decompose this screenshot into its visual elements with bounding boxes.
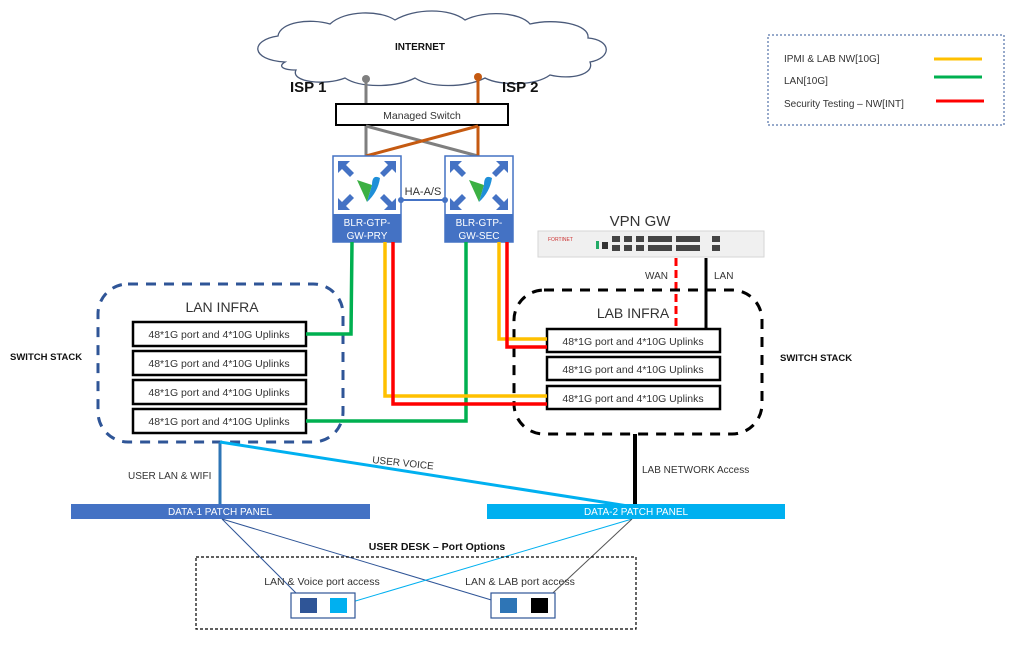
arrows-icon: [450, 161, 508, 210]
sec-ipmi-uplink: [497, 242, 547, 341]
lab-infra-container: [512, 288, 764, 436]
lan-lab-group-label: LAN & LAB port access: [465, 576, 575, 588]
desk-link-lan1: [221, 518, 309, 606]
lan-switch: [131, 349, 308, 377]
isp2-label: ISP 2: [502, 79, 538, 96]
vpn-title: VPN GW: [610, 213, 672, 230]
lan-switches: 48*1G port and 4*10G Uplinks 48*1G port …: [131, 320, 308, 435]
vpn-brand: FORTINET: [548, 237, 573, 243]
isp1-label: ISP 1: [290, 79, 326, 96]
legend-label-security: Security Testing – NW[INT]: [784, 99, 904, 110]
vpn-lan-label: LAN: [714, 271, 733, 282]
lan-switch-label: 48*1G port and 4*10G Uplinks: [148, 416, 289, 428]
switch-to-pry-orange: [365, 124, 479, 158]
user-lan-label: USER LAN & WIFI: [128, 471, 211, 482]
voice-port: [330, 598, 347, 613]
data2-patch-panel-label: DATA-2 PATCH PANEL: [584, 507, 689, 518]
user-voice-link: [219, 440, 629, 508]
managed-switch-label: Managed Switch: [383, 110, 461, 122]
lan-port: [300, 598, 317, 613]
gateway-primary-name-1: BLR-GTP-: [344, 218, 391, 229]
gateway-logo-icon: [357, 180, 372, 202]
arrows-icon: [338, 161, 396, 210]
user-desk-title: USER DESK – Port Options: [369, 541, 506, 553]
lan-infra-title: LAN INFRA: [185, 299, 259, 315]
sec-lan-uplink: [306, 242, 468, 423]
lan-switch: [131, 407, 308, 435]
lan-switch-label: 48*1G port and 4*10G Uplinks: [148, 329, 289, 341]
vpn-wan-label: WAN: [645, 271, 668, 282]
isp1-node: [362, 75, 370, 83]
desk-link-lab: [539, 518, 633, 606]
desk-link-lan2: [221, 518, 509, 606]
pry-ipmi-uplink: [383, 242, 547, 398]
user-desk-container: [195, 556, 637, 630]
lab-switch-label: 48*1G port and 4*10G Uplinks: [562, 393, 703, 405]
gateway-secondary-name-2: GW-SEC: [459, 231, 500, 242]
desk-link-voice: [341, 518, 633, 606]
legend-label-ipmi: IPMI & LAB NW[10G]: [784, 54, 880, 65]
lan-switch-label: 48*1G port and 4*10G Uplinks: [148, 358, 289, 370]
gateway-secondary-name-1: BLR-GTP-: [456, 218, 503, 229]
vpn-gateway-device: FORTINET: [537, 230, 765, 258]
isp2-node: [474, 73, 482, 81]
lan-switch-label: 48*1G port and 4*10G Uplinks: [148, 387, 289, 399]
data2-patch-panel: [487, 504, 785, 519]
data1-patch-panel-label: DATA-1 PATCH PANEL: [168, 507, 273, 518]
data1-patch-panel: [71, 504, 370, 519]
pry-security-uplink: [391, 242, 547, 406]
managed-switch: [335, 103, 509, 126]
lan-switch: [131, 378, 308, 406]
lab-switch-label: 48*1G port and 4*10G Uplinks: [562, 336, 703, 348]
lan-switch-stack-label: SWITCH STACK: [10, 352, 82, 363]
internet-label: INTERNET: [395, 42, 445, 53]
lab-switch-label: 48*1G port and 4*10G Uplinks: [562, 364, 703, 376]
gateway-logo-icon: [469, 180, 484, 202]
lab-port: [531, 598, 548, 613]
lan-port: [500, 598, 517, 613]
legend: IPMI & LAB NW[10G] LAN[10G] Security Tes…: [767, 34, 1005, 126]
lab-infra-title: LAB INFRA: [597, 305, 670, 321]
lab-switch: [545, 355, 722, 382]
lab-switch-stack-label: SWITCH STACK: [780, 353, 852, 364]
lan-voice-group-label: LAN & Voice port access: [264, 576, 380, 588]
lab-network-label: LAB NETWORK Access: [642, 465, 749, 476]
lan-switch: [131, 320, 308, 348]
gateway-secondary: BLR-GTP- GW-SEC: [444, 155, 514, 243]
internet-cloud: INTERNET: [257, 10, 607, 87]
gateway-primary-name-2: GW-PRY: [347, 231, 388, 242]
pry-lan-uplink: [306, 241, 354, 336]
sec-security-uplink: [505, 242, 547, 349]
legend-label-lan: LAN[10G]: [784, 76, 828, 87]
ha-label: HA-A/S: [405, 186, 442, 198]
lab-switches: 48*1G port and 4*10G Uplinks 48*1G port …: [545, 327, 722, 411]
gateway-primary: BLR-GTP- GW-PRY: [332, 155, 402, 243]
